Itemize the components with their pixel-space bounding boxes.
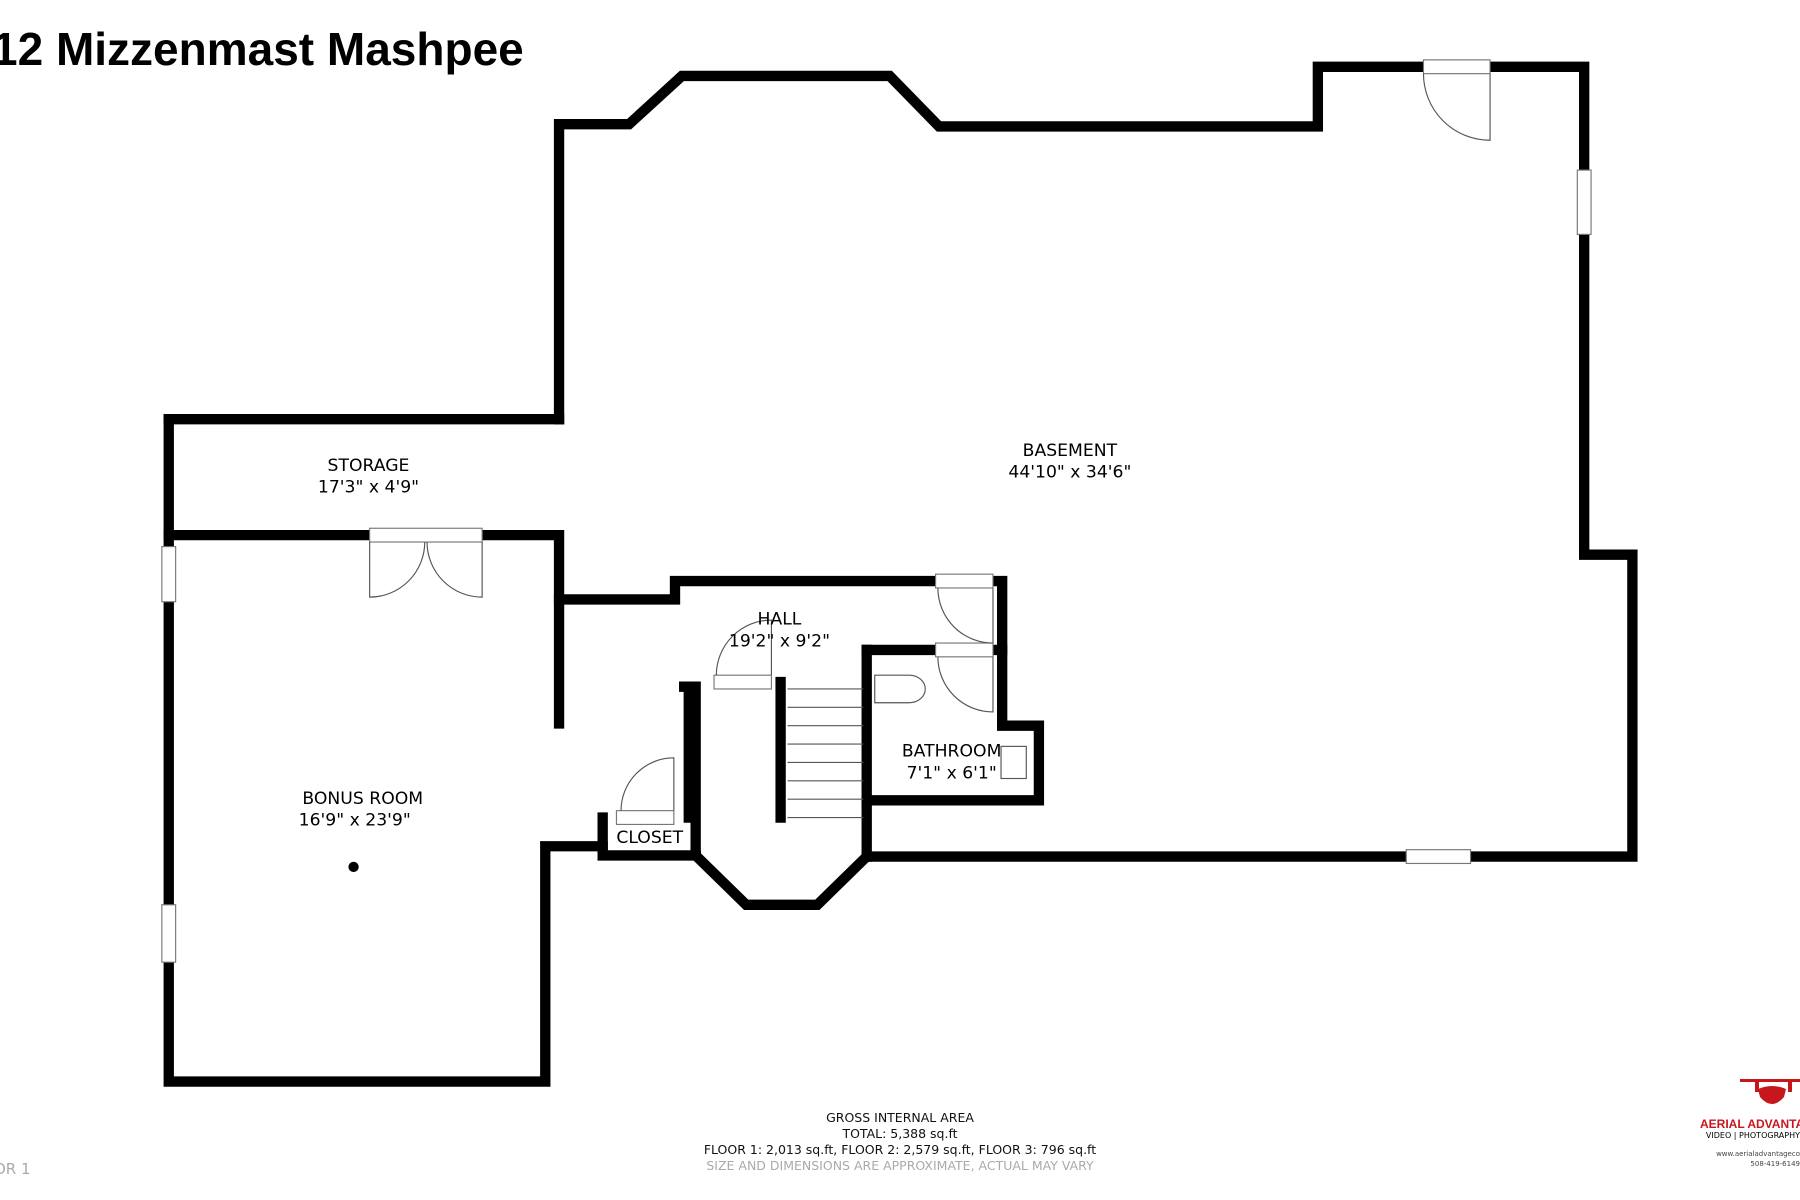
floor-label: OR 1 [0,1160,31,1178]
area-heading: GROSS INTERNAL AREA [826,1110,974,1125]
room-name-hall: HALL [758,610,802,630]
logo-phone: 508-419-6149 [1750,1160,1800,1168]
logo-sub: VIDEO | PHOTOGRAPHY [1705,1131,1800,1140]
area-summary: GROSS INTERNAL AREA TOTAL: 5,388 sq.ft F… [0,1110,1800,1174]
room-name-storage: STORAGE [328,456,410,476]
room-labels: BASEMENT 44'10" x 34'6" STORAGE 17'3" x … [299,441,1132,848]
company-logo: AERIAL ADVANTAGE VIDEO | PHOTOGRAPHY www… [1700,1075,1800,1168]
room-dims-storage: 17'3" x 4'9" [318,478,419,498]
room-name-basement: BASEMENT [1023,441,1118,461]
page-title: 12 Mizzenmast Mashpee [0,23,524,75]
room-dims-bathroom: 7'1" x 6'1" [907,764,997,784]
sink-icon [1000,745,1027,780]
area-total: TOTAL: 5,388 sq.ft [842,1126,958,1141]
walls [163,61,1638,1087]
logo-brand: AERIAL ADVANTAGE [1700,1117,1800,1131]
room-name-bonus-room: BONUS ROOM [302,789,423,809]
room-dims-bonus-room: 16'9" x 23'9" [299,811,411,831]
door-swings [369,73,1491,811]
stairs [787,688,864,819]
room-dims-hall: 19'2" x 9'2" [729,631,830,651]
room-dims-basement: 44'10" x 34'6" [1008,463,1131,483]
room-name-closet: CLOSET [616,828,683,848]
fixtures [348,674,1027,873]
logo-website: www.aerialadvantageco [1716,1150,1800,1158]
drone-icon [1740,1079,1800,1104]
ceiling-light-icon [348,861,359,873]
toilet-icon [874,674,926,704]
room-name-bathroom: BATHROOM [902,742,1002,762]
area-floors: FLOOR 1: 2,013 sq.ft, FLOOR 2: 2,579 sq.… [703,1142,1097,1157]
openings [161,59,1592,963]
area-disclaimer: SIZE AND DIMENSIONS ARE APPROXIMATE, ACT… [706,1158,1094,1173]
